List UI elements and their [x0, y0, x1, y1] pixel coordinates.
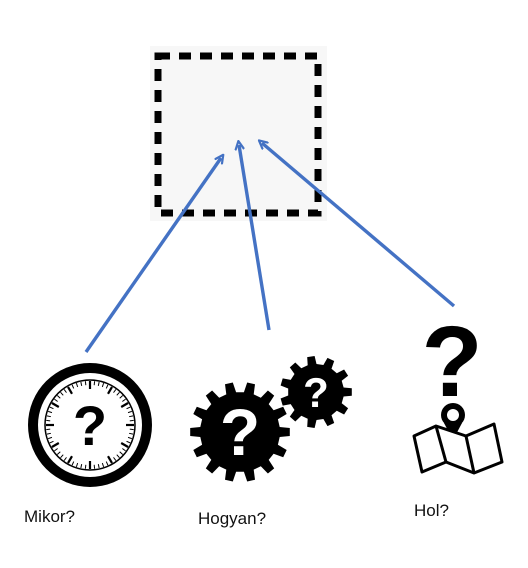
target-box	[150, 46, 327, 221]
label-how: Hogyan?	[198, 509, 267, 528]
arrows	[84, 143, 456, 353]
arrow-from-gears	[239, 145, 271, 331]
svg-text:?: ?	[73, 394, 107, 457]
arrow-from-clock	[84, 158, 221, 353]
arrow-from-map	[262, 143, 456, 308]
svg-text:?: ?	[220, 395, 260, 469]
svg-text:?: ?	[421, 306, 482, 418]
label-where: Hol?	[414, 501, 449, 520]
clock-question-icon: ?	[28, 363, 152, 487]
svg-text:?: ?	[303, 369, 329, 416]
label-when: Mikor?	[24, 507, 76, 526]
gears-question-icon: ? ?	[190, 356, 352, 482]
map-pin-question-icon: ?	[412, 306, 504, 475]
